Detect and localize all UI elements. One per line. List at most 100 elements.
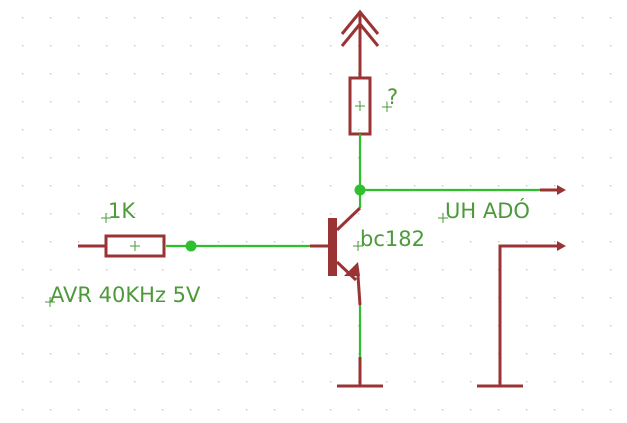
grid-dot bbox=[22, 157, 24, 159]
grid-dot bbox=[582, 269, 584, 271]
grid-dot bbox=[526, 269, 528, 271]
grid-dot bbox=[190, 325, 192, 327]
grid-dot bbox=[50, 101, 52, 103]
grid-dot bbox=[610, 17, 612, 19]
grid-dot bbox=[274, 157, 276, 159]
base-resistor-value: 1K bbox=[108, 199, 136, 223]
grid-dot bbox=[554, 297, 556, 299]
grid-dot bbox=[330, 297, 332, 299]
grid-dot bbox=[274, 297, 276, 299]
grid-dot bbox=[302, 381, 304, 383]
grid-dot bbox=[246, 353, 248, 355]
grid-dot bbox=[246, 17, 248, 19]
grid-dot bbox=[358, 325, 360, 327]
grid-dot bbox=[22, 129, 24, 131]
grid-dot bbox=[78, 45, 80, 47]
grid-dot bbox=[246, 241, 248, 243]
grid-dot bbox=[274, 353, 276, 355]
grid-dot bbox=[526, 157, 528, 159]
grid-dot bbox=[274, 17, 276, 19]
grid-dot bbox=[610, 157, 612, 159]
grid-dot bbox=[554, 325, 556, 327]
grid-dot bbox=[218, 185, 220, 187]
grid-dot bbox=[442, 269, 444, 271]
grid-dot bbox=[190, 409, 192, 411]
grid-dot bbox=[442, 157, 444, 159]
output-ground[interactable] bbox=[477, 244, 540, 388]
grid-dot bbox=[50, 297, 52, 299]
grid-dot bbox=[134, 325, 136, 327]
grid-dot bbox=[554, 157, 556, 159]
grid-dot bbox=[610, 269, 612, 271]
grid-dot bbox=[470, 325, 472, 327]
grid-dot bbox=[526, 45, 528, 47]
grid-dot bbox=[386, 213, 388, 215]
ground-icon[interactable] bbox=[337, 357, 383, 388]
grid-dot bbox=[302, 325, 304, 327]
grid-dot bbox=[22, 269, 24, 271]
grid-dot bbox=[162, 353, 164, 355]
grid-dot bbox=[274, 45, 276, 47]
grid-dot bbox=[442, 381, 444, 383]
grid-dot bbox=[582, 241, 584, 243]
grid-dot bbox=[414, 381, 416, 383]
grid-dot bbox=[22, 73, 24, 75]
grid-dot bbox=[386, 73, 388, 75]
grid-dot bbox=[106, 409, 108, 411]
grid-dot bbox=[106, 325, 108, 327]
base-resistor-origin bbox=[101, 213, 111, 223]
grid-dot bbox=[470, 185, 472, 187]
grid-dot bbox=[610, 353, 612, 355]
grid-dot bbox=[190, 185, 192, 187]
grid-dot bbox=[50, 157, 52, 159]
grid-dot bbox=[190, 353, 192, 355]
grid-dot bbox=[78, 17, 80, 19]
grid-dot bbox=[134, 101, 136, 103]
grid-dot bbox=[134, 269, 136, 271]
output-port-icon-2[interactable] bbox=[540, 241, 566, 251]
grid-dot bbox=[582, 297, 584, 299]
grid-dot bbox=[22, 325, 24, 327]
grid-dot bbox=[442, 129, 444, 131]
grid-dot bbox=[498, 17, 500, 19]
grid-dot bbox=[470, 45, 472, 47]
grid-dot bbox=[582, 325, 584, 327]
npn-transistor-icon[interactable] bbox=[310, 206, 362, 306]
grid-dot bbox=[106, 101, 108, 103]
grid-dot bbox=[358, 409, 360, 411]
grid-dot bbox=[22, 101, 24, 103]
grid-dot bbox=[470, 297, 472, 299]
grid-dot bbox=[134, 213, 136, 215]
grid-dot bbox=[106, 129, 108, 131]
grid-dot bbox=[134, 45, 136, 47]
grid-dot bbox=[414, 129, 416, 131]
grid-dot bbox=[358, 129, 360, 131]
grid-dot bbox=[246, 129, 248, 131]
grid-dot bbox=[50, 213, 52, 215]
output-port-icon[interactable] bbox=[540, 185, 566, 195]
grid-dot bbox=[582, 353, 584, 355]
grid-dot bbox=[498, 129, 500, 131]
grid-dot bbox=[582, 73, 584, 75]
grid-dot bbox=[302, 241, 304, 243]
grid-dot bbox=[274, 409, 276, 411]
grid-dot bbox=[470, 213, 472, 215]
supply-arrow-icon[interactable] bbox=[340, 9, 380, 78]
grid-dot bbox=[50, 269, 52, 271]
grid-dot bbox=[106, 269, 108, 271]
grid-dot bbox=[526, 241, 528, 243]
grid-dot bbox=[22, 353, 24, 355]
base-resistor[interactable] bbox=[78, 234, 166, 258]
grid-dot bbox=[386, 353, 388, 355]
grid-dot bbox=[78, 185, 80, 187]
grid-dot bbox=[442, 101, 444, 103]
grid-dot bbox=[274, 185, 276, 187]
grid-dot bbox=[582, 157, 584, 159]
grid-dot bbox=[526, 185, 528, 187]
grid-dot bbox=[330, 157, 332, 159]
grid-dot bbox=[414, 17, 416, 19]
grid-dot bbox=[330, 353, 332, 355]
grid-dot bbox=[50, 129, 52, 131]
grid-dot bbox=[106, 213, 108, 215]
